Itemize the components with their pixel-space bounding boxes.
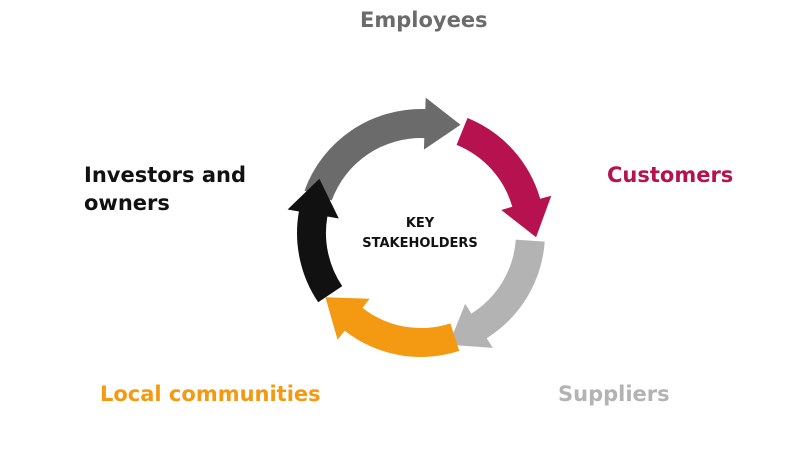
- suppliers-arrow: [448, 239, 545, 348]
- center-title-line-1: KEY: [405, 216, 435, 231]
- customers-arrow: [456, 118, 552, 238]
- label-customers: Customers: [607, 163, 734, 187]
- center-title: KEY STAKEHOLDERS: [340, 214, 500, 254]
- local-communities-arrow: [325, 297, 460, 357]
- label-suppliers: Suppliers: [558, 382, 670, 406]
- label-employees: Employees: [360, 8, 488, 32]
- center-title-line-2: STAKEHOLDERS: [362, 236, 478, 251]
- label-investors-and-owners: Investors and owners: [84, 163, 246, 215]
- cycle-arrows: [287, 97, 552, 357]
- investors-owners-arrow: [287, 178, 343, 303]
- label-local-communities: Local communities: [100, 382, 321, 406]
- employees-arrow: [304, 97, 461, 201]
